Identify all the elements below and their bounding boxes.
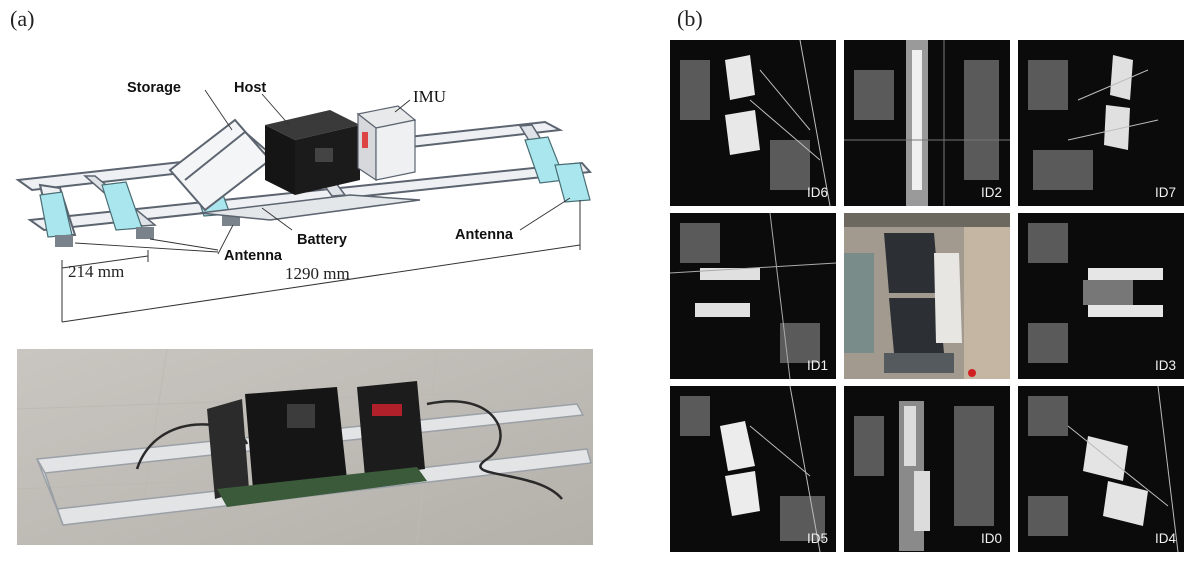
panel-label-a: (a) — [10, 6, 35, 31]
callout-antenna-bottom: Antenna — [224, 248, 282, 264]
sar-image — [844, 40, 1010, 206]
sar-image — [670, 386, 836, 552]
tile-label: ID0 — [980, 531, 1002, 546]
dimension-spacing: 214 mm — [68, 262, 125, 281]
sar-image — [1018, 213, 1184, 379]
callout-battery: Battery — [297, 232, 347, 248]
callout-storage: Storage — [127, 80, 181, 96]
cad-drawing-svg — [15, 89, 593, 323]
system-photo-svg — [17, 349, 593, 545]
sar-tile: ID3 — [1018, 213, 1184, 379]
sar-image — [670, 40, 836, 206]
antenna-plates — [39, 136, 591, 238]
callout-host: Host — [234, 80, 267, 96]
tile-label: ID2 — [980, 185, 1002, 200]
sar-tile: ID5 — [670, 386, 836, 552]
battery-plate — [199, 194, 421, 221]
tile-label: ID4 — [1154, 531, 1176, 546]
sar-tile: ID0 — [844, 386, 1010, 552]
sar-image — [1018, 40, 1184, 206]
sar-image-grid: ID6 ID2 ID7 ID1 — [670, 40, 1190, 552]
imu-box — [356, 105, 417, 182]
dimension-length: 1290 mm — [285, 264, 350, 283]
optical-image — [844, 213, 1010, 379]
sar-tile: ID1 — [670, 213, 836, 379]
callout-antenna-right: Antenna — [455, 227, 513, 243]
sar-image — [1018, 386, 1184, 552]
sar-image — [670, 213, 836, 379]
optical-tile — [844, 213, 1010, 379]
tile-label: ID5 — [806, 531, 828, 546]
system-photo — [17, 349, 593, 545]
tile-label: ID7 — [1154, 185, 1176, 200]
host-box — [265, 110, 360, 195]
tile-label: ID6 — [806, 185, 828, 200]
sar-tile: ID7 — [1018, 40, 1184, 206]
dimension-lines — [61, 200, 581, 323]
tile-label: ID3 — [1154, 358, 1176, 373]
sar-tile: ID2 — [844, 40, 1010, 206]
sar-image — [844, 386, 1010, 552]
panel-label-b: (b) — [677, 6, 703, 31]
sar-tile: ID6 — [670, 40, 836, 206]
tile-label: ID1 — [806, 358, 828, 373]
system-cad-drawing: Storage Host IMU Battery Antenna Antenna… — [0, 30, 640, 340]
leader-lines — [74, 89, 571, 255]
callout-imu: IMU — [413, 87, 447, 106]
sar-tile: ID4 — [1018, 386, 1184, 552]
